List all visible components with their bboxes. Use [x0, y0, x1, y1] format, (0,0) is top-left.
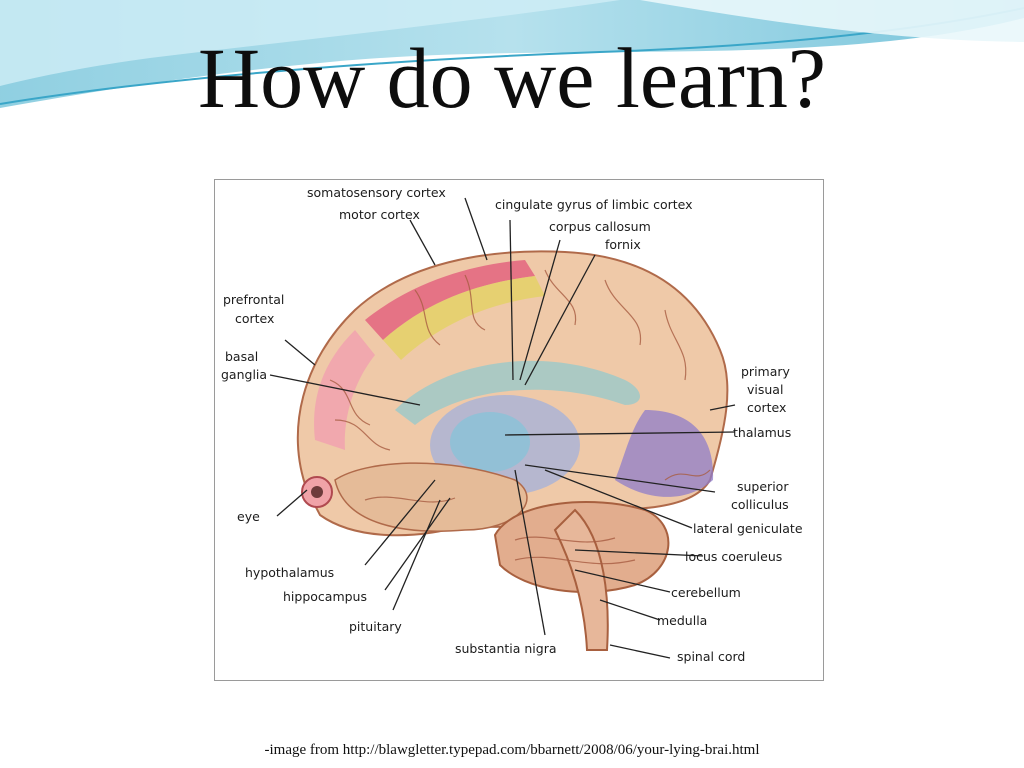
label-primary-visual-cortex-line1: primary: [741, 364, 790, 379]
label-thalamus: thalamus: [733, 425, 792, 440]
label-eye: eye: [237, 509, 260, 524]
label-corpus-callosum: corpus callosum: [549, 219, 651, 234]
label-medulla: medulla: [657, 613, 708, 628]
label-primary-visual-cortex-line2: visual: [747, 382, 784, 397]
label-prefrontal-cortex-line2: cortex: [235, 311, 275, 326]
label-primary-visual-cortex-line3: cortex: [747, 400, 787, 415]
label-superior-colliculus-line1: superior: [737, 479, 789, 494]
label-pituitary: pituitary: [349, 619, 402, 634]
label-basal-ganglia-line1: basal: [225, 349, 259, 364]
label-substantia-nigra: substantia nigra: [455, 641, 557, 656]
label-spinal-cord: spinal cord: [677, 649, 746, 664]
brain-illustration: [269, 197, 736, 659]
label-motor-cortex: motor cortex: [339, 207, 420, 222]
label-somatosensory-cortex: somatosensory cortex: [307, 185, 446, 200]
label-fornix: fornix: [605, 237, 641, 252]
label-locus-coeruleus: locus coeruleus: [685, 549, 783, 564]
slide-title: How do we learn?: [197, 30, 827, 126]
label-superior-colliculus-line2: colliculus: [731, 497, 789, 512]
header-wave-banner: [0, 0, 1024, 113]
image-source-caption: -image from http://blawgletter.typepad.c…: [264, 742, 760, 758]
label-cerebellum: cerebellum: [671, 585, 741, 600]
label-lateral-geniculate: lateral geniculate: [693, 521, 803, 536]
label-hypothalamus: hypothalamus: [245, 565, 335, 580]
label-cingulate-gyrus: cingulate gyrus of limbic cortex: [495, 197, 693, 212]
label-hippocampus: hippocampus: [283, 589, 367, 604]
label-basal-ganglia-line2: ganglia: [221, 367, 268, 382]
label-prefrontal-cortex-line1: prefrontal: [223, 292, 285, 307]
brain-diagram: somatosensory cortex motor cortex cingul…: [214, 179, 824, 681]
